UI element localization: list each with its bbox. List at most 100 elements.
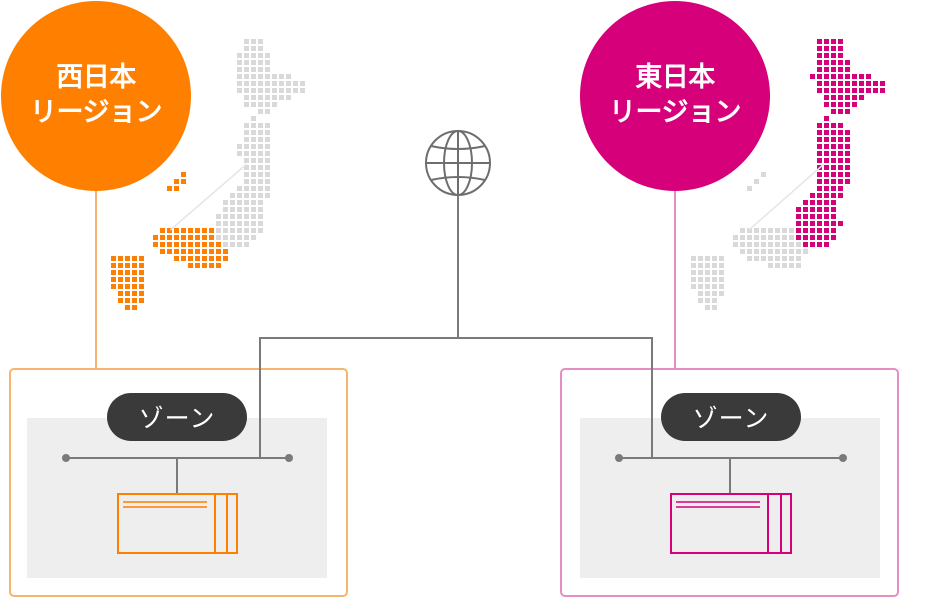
map-dot xyxy=(258,193,263,198)
map-dot xyxy=(244,60,249,65)
map-dot xyxy=(244,186,249,191)
map-dot xyxy=(824,179,829,184)
map-dot xyxy=(181,256,186,261)
map-dot xyxy=(181,172,186,177)
map-dot xyxy=(845,88,850,93)
map-dot xyxy=(824,81,829,86)
map-dot xyxy=(132,298,137,303)
map-dot xyxy=(251,200,256,205)
map-dot xyxy=(279,95,284,100)
map-dot xyxy=(118,277,123,282)
west-japan-map xyxy=(111,39,305,310)
map-dot xyxy=(209,242,214,247)
map-dot xyxy=(831,158,836,163)
map-dot xyxy=(754,179,759,184)
map-dot xyxy=(824,158,829,163)
map-dot xyxy=(251,207,256,212)
map-dot xyxy=(244,53,249,58)
map-dot xyxy=(705,298,710,303)
map-dot xyxy=(251,102,256,107)
map-dot xyxy=(754,249,759,254)
map-dot xyxy=(244,46,249,51)
map-dot xyxy=(258,88,263,93)
map-dot xyxy=(712,256,717,261)
map-dot xyxy=(838,193,843,198)
map-dot xyxy=(244,235,249,240)
map-dot xyxy=(230,193,235,198)
map-dot xyxy=(237,228,242,233)
west-region-badge: 西日本 リージョン xyxy=(1,1,191,191)
map-dot xyxy=(293,88,298,93)
map-dot xyxy=(265,130,270,135)
map-dot xyxy=(251,158,256,163)
map-dot xyxy=(866,74,871,79)
map-dot xyxy=(286,81,291,86)
map-dot xyxy=(789,242,794,247)
map-dot xyxy=(139,270,144,275)
map-dot xyxy=(230,214,235,219)
map-dot xyxy=(782,249,787,254)
map-dot xyxy=(258,221,263,226)
map-dot xyxy=(272,81,277,86)
east-zone-label: ゾーン xyxy=(661,393,801,441)
map-dot xyxy=(782,242,787,247)
map-dot xyxy=(831,95,836,100)
map-dot xyxy=(817,186,822,191)
map-dot xyxy=(258,172,263,177)
map-dot xyxy=(831,102,836,107)
map-dot xyxy=(111,256,116,261)
map-dot xyxy=(244,179,249,184)
map-dot xyxy=(244,81,249,86)
map-dot xyxy=(237,151,242,156)
map-dot xyxy=(838,81,843,86)
map-dot xyxy=(768,256,773,261)
map-dot xyxy=(125,263,130,268)
map-dot xyxy=(817,137,822,142)
map-dot xyxy=(244,151,249,156)
map-dot xyxy=(747,235,752,240)
map-dot xyxy=(265,158,270,163)
map-dot xyxy=(265,109,270,114)
map-dot xyxy=(265,179,270,184)
map-dot xyxy=(265,88,270,93)
map-dot xyxy=(838,179,843,184)
map-dot xyxy=(237,186,242,191)
map-dot xyxy=(817,158,822,163)
map-dot xyxy=(244,39,249,44)
map-dot xyxy=(817,88,822,93)
map-dot xyxy=(831,46,836,51)
map-dot xyxy=(740,228,745,233)
map-dot xyxy=(125,291,130,296)
map-dot xyxy=(139,291,144,296)
globe-icon xyxy=(425,130,491,196)
map-dot xyxy=(216,214,221,219)
map-dot xyxy=(195,256,200,261)
map-dot xyxy=(831,130,836,135)
map-dot xyxy=(202,242,207,247)
map-dot xyxy=(824,39,829,44)
map-dot xyxy=(223,242,228,247)
map-dot xyxy=(691,270,696,275)
map-dot xyxy=(838,165,843,170)
map-dot xyxy=(237,81,242,86)
map-dot xyxy=(111,270,116,275)
map-dot xyxy=(279,81,284,86)
map-dot xyxy=(831,179,836,184)
west-zone-panel xyxy=(27,418,327,578)
map-dot xyxy=(244,95,249,100)
map-dot xyxy=(796,235,801,240)
map-dot xyxy=(132,256,137,261)
map-dot xyxy=(803,249,808,254)
map-dot xyxy=(118,270,123,275)
map-dot xyxy=(132,263,137,268)
map-dot xyxy=(111,263,116,268)
map-dot xyxy=(300,88,305,93)
map-dot xyxy=(272,74,277,79)
map-dot xyxy=(817,144,822,149)
map-dot xyxy=(279,88,284,93)
map-dot xyxy=(831,39,836,44)
map-dot xyxy=(244,130,249,135)
map-dot xyxy=(810,228,815,233)
map-dot xyxy=(244,207,249,212)
